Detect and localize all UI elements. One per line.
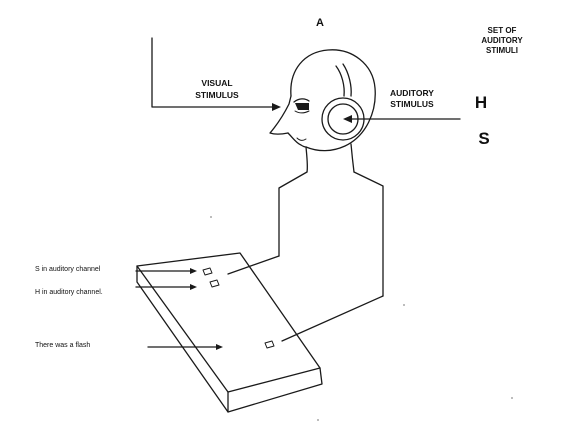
svg-text:SET OF: SET OF — [488, 26, 517, 35]
flash-response-button — [264, 340, 275, 349]
flash-label-group: There was a flash — [35, 342, 223, 350]
scan-specks — [210, 216, 513, 421]
panel-label: A — [316, 17, 324, 29]
svg-text:AUDITORY: AUDITORY — [390, 88, 434, 98]
svg-text:VISUAL: VISUAL — [201, 78, 232, 88]
response-box — [136, 252, 323, 413]
svg-text:H in auditory channel.: H in auditory channel. — [35, 289, 103, 296]
subject-head — [269, 49, 376, 173]
visual-stimulus-label: VISUAL STIMULUS — [195, 78, 239, 100]
headphone-icon — [321, 63, 365, 141]
visual-stimulus-arrow — [151, 37, 281, 111]
subject-torso — [278, 171, 384, 297]
svg-text:STIMULUS: STIMULUS — [195, 90, 239, 100]
subject-arms — [227, 255, 384, 342]
h-response-button — [209, 279, 220, 288]
s-channel-label-group: S in auditory channel — [35, 266, 197, 274]
svg-text:There was a flash: There was a flash — [35, 342, 90, 349]
stimulus-letter-s: S — [478, 129, 489, 148]
stimulus-set-heading: SET OF AUDITORY STIMULI — [481, 26, 523, 55]
svg-text:STIMULI: STIMULI — [486, 46, 518, 55]
stimulus-letter-h: H — [475, 93, 487, 112]
s-response-button — [202, 267, 213, 276]
h-channel-label-group: H in auditory channel. — [35, 284, 197, 296]
auditory-stimulus-label: AUDITORY STIMULUS — [390, 88, 434, 109]
auditory-stimulus-arrow — [343, 115, 461, 123]
svg-text:AUDITORY: AUDITORY — [481, 36, 523, 45]
svg-text:S in auditory channel: S in auditory channel — [35, 266, 101, 273]
eye-icon — [293, 98, 310, 114]
svg-text:STIMULUS: STIMULUS — [390, 99, 434, 109]
